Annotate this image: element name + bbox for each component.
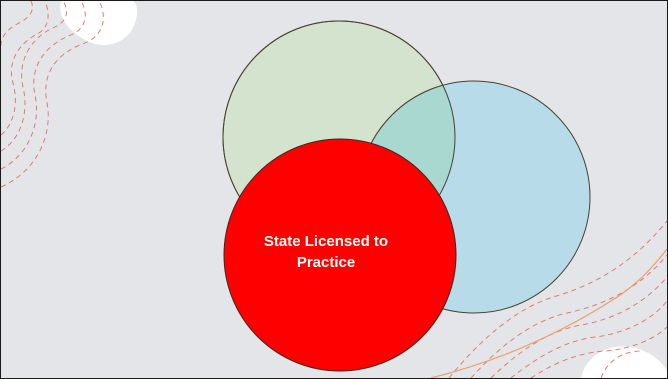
accent-curve-bottom-right: [430, 248, 667, 378]
contour-lines-bottom-right: [448, 220, 667, 378]
contour-lines-top-left: [1, 1, 104, 188]
red-circle-label: State Licensed to Practice: [263, 233, 389, 271]
red-circle: [223, 138, 457, 372]
corner-blob-top-left: [60, 1, 138, 45]
corner-blob-bottom-right: [581, 346, 667, 378]
